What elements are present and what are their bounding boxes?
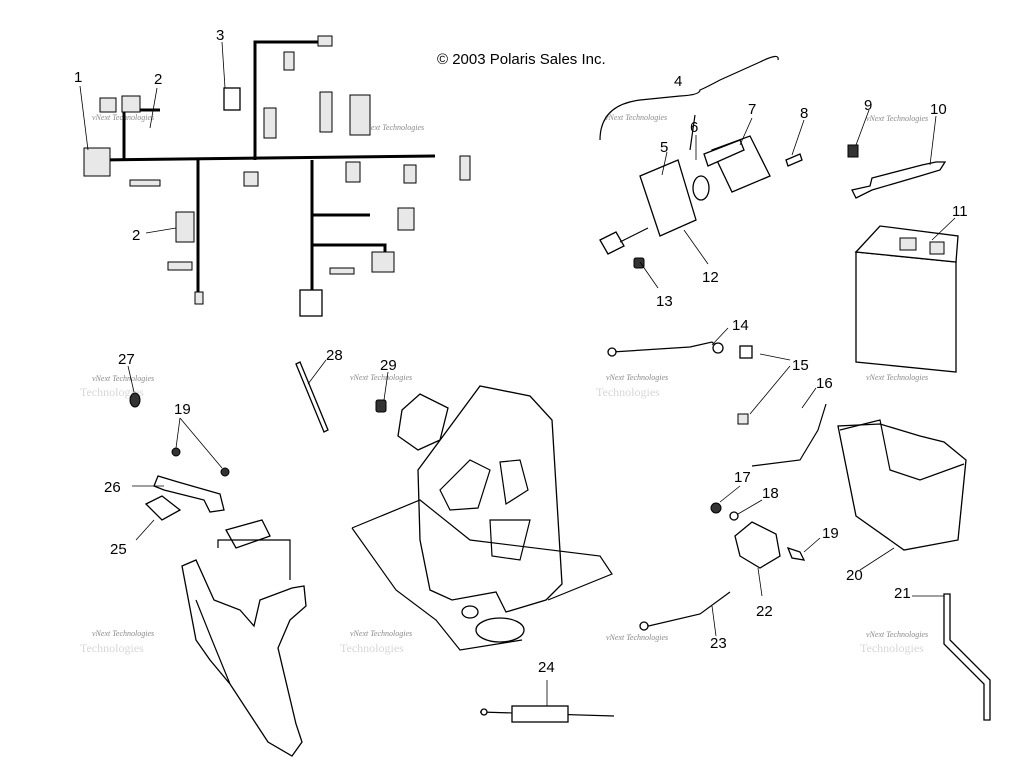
battery-cables — [607, 341, 827, 467]
watermark-faint: Technologies — [596, 385, 660, 399]
front-frame — [181, 539, 307, 757]
callout-2: 2 — [154, 71, 162, 88]
callout-12: 12 — [702, 269, 719, 286]
callout-17: 17 — [734, 469, 751, 486]
battery-box — [837, 419, 967, 551]
callout-3: 3 — [216, 27, 224, 44]
callout-21: 21 — [894, 585, 911, 602]
callout-26: 26 — [104, 479, 121, 496]
watermark: vNext Technologies — [606, 373, 668, 382]
callout-22: 22 — [756, 603, 773, 620]
watermark: vNext Technologies — [350, 629, 412, 638]
relay-switch — [375, 393, 449, 451]
tail-light-assembly — [599, 55, 803, 269]
watermarks: vNext Technologies vNext Technologies vN… — [80, 113, 928, 655]
battery — [854, 225, 959, 373]
callout-10: 10 — [930, 101, 947, 118]
watermark-faint: Technologies — [340, 641, 404, 655]
callout-24: 24 — [538, 659, 555, 676]
watermark: vNext Technologies — [866, 630, 928, 639]
callout-6: 6 — [690, 119, 698, 136]
callout-5: 5 — [660, 139, 668, 156]
watermark: vNext Technologies — [605, 113, 667, 122]
callout-28: 28 — [326, 347, 343, 364]
callout-14: 14 — [732, 317, 749, 334]
callout-2-lower: 2 — [132, 227, 140, 244]
leader-lines — [79, 41, 956, 706]
callout-11: 11 — [952, 203, 968, 220]
callout-19-left: 19 — [174, 401, 191, 418]
fuse-holder — [479, 705, 615, 723]
callout-27: 27 — [118, 351, 135, 368]
callout-23: 23 — [710, 635, 727, 652]
battery-bracket — [847, 144, 947, 199]
callout-numbers: 1 2 2 3 4 5 6 7 8 9 10 11 12 13 14 15 16… — [74, 27, 968, 676]
callout-18: 18 — [762, 485, 779, 502]
support-rod — [943, 593, 991, 721]
copyright-text: © 2003 Polaris Sales Inc. — [437, 51, 606, 68]
callout-15: 15 — [792, 357, 809, 374]
watermark: vNext Technologies — [606, 633, 668, 642]
callout-19-right: 19 — [822, 525, 839, 542]
watermark: vNext Technologies — [350, 373, 412, 382]
ground-cable — [639, 591, 731, 631]
callout-8: 8 — [800, 105, 808, 122]
watermark: vNext Technologies — [92, 629, 154, 638]
callout-13: 13 — [656, 293, 673, 310]
watermark-faint: Technologies — [80, 385, 144, 399]
callout-16: 16 — [816, 375, 833, 392]
callout-4: 4 — [674, 73, 682, 90]
watermark: vNext Technologies — [362, 123, 424, 132]
starter-solenoid — [710, 502, 806, 569]
relay-bracket-group — [129, 392, 271, 549]
watermark: vNext Technologies — [866, 114, 928, 123]
watermark-faint: Technologies — [80, 641, 144, 655]
watermark: vNext Technologies — [92, 374, 154, 383]
callout-29: 29 — [380, 357, 397, 374]
watermark-faint: Technologies — [860, 641, 924, 655]
watermark: vNext Technologies — [866, 373, 928, 382]
wiring-harness — [83, 35, 471, 317]
callout-20: 20 — [846, 567, 863, 584]
cable-tie — [295, 361, 329, 433]
callout-9: 9 — [864, 97, 872, 114]
callout-25: 25 — [110, 541, 127, 558]
callout-1: 1 — [74, 69, 82, 86]
callout-7: 7 — [748, 101, 756, 118]
main-chassis-frame — [351, 385, 613, 651]
